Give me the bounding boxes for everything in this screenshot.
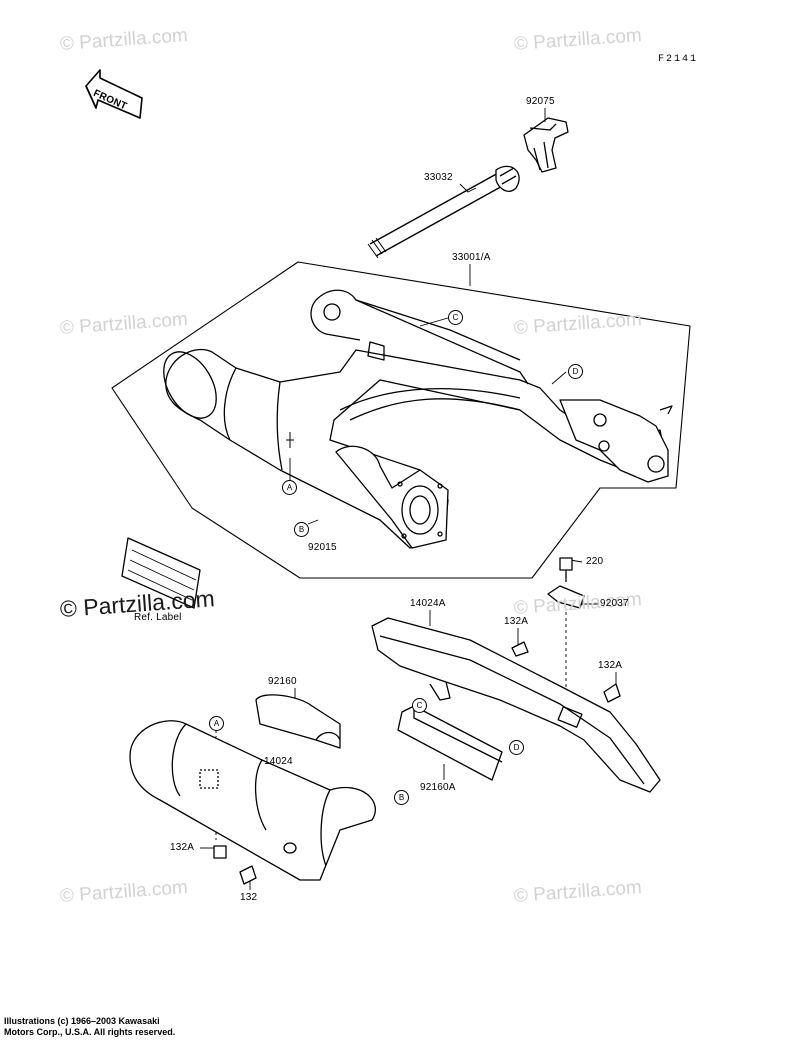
part-number-92015: 92015 [308, 542, 337, 553]
part-number-14024A: 14024A [410, 598, 446, 609]
part-number-132A: 132A [598, 660, 623, 671]
part-number-132: 132 [240, 892, 258, 903]
bolt-icon-132A [213, 641, 621, 885]
part-number-14024: 14024 [264, 756, 293, 767]
part-number-132A: 132A [504, 616, 529, 627]
part-number-92160: 92160 [268, 676, 297, 687]
part-92160-cover [255, 694, 341, 749]
marker-a: A [282, 480, 297, 495]
front-arrow-icon [85, 69, 143, 119]
part-14024-tube-cover [129, 720, 376, 881]
marker-d: D [509, 740, 524, 755]
copyright-line-2: Motors Corp., U.S.A. All rights reserved… [4, 1027, 176, 1037]
diagram-code: F2141 [658, 54, 699, 65]
marker-c: C [412, 698, 427, 713]
part-92037-bracket [547, 585, 585, 609]
marker-a: A [209, 716, 224, 731]
part-number-92160A: 92160A [420, 782, 456, 793]
part-number-92075: 92075 [526, 96, 555, 107]
marker-d: D [568, 364, 583, 379]
part-number-33032: 33032 [424, 172, 453, 183]
ref-label-card [121, 537, 201, 609]
marker-b: B [294, 522, 309, 537]
copyright-line-1: Illustrations (c) 1966–2003 Kawasaki [4, 1016, 160, 1026]
assembly-outline [111, 261, 691, 579]
part-92075-guide [523, 117, 569, 173]
part-92160A-pad [397, 705, 503, 781]
part-220-bolt [559, 557, 573, 582]
part-number-220: 220 [586, 556, 604, 567]
part-number-33001A: 33001/A [452, 252, 491, 263]
part-14024A-chain-guard [371, 617, 661, 793]
marker-b: B [394, 790, 409, 805]
part-number-132A: 132A [170, 842, 195, 853]
part-number-92037: 92037 [600, 598, 629, 609]
marker-c: C [448, 310, 463, 325]
swingarm-body [163, 289, 673, 549]
copyright-footer: Illustrations (c) 1966–2003 Kawasaki Mot… [4, 1016, 175, 1038]
ref-label-text: Ref. Label [134, 612, 182, 623]
part-33032-pivot-shaft [367, 165, 520, 259]
